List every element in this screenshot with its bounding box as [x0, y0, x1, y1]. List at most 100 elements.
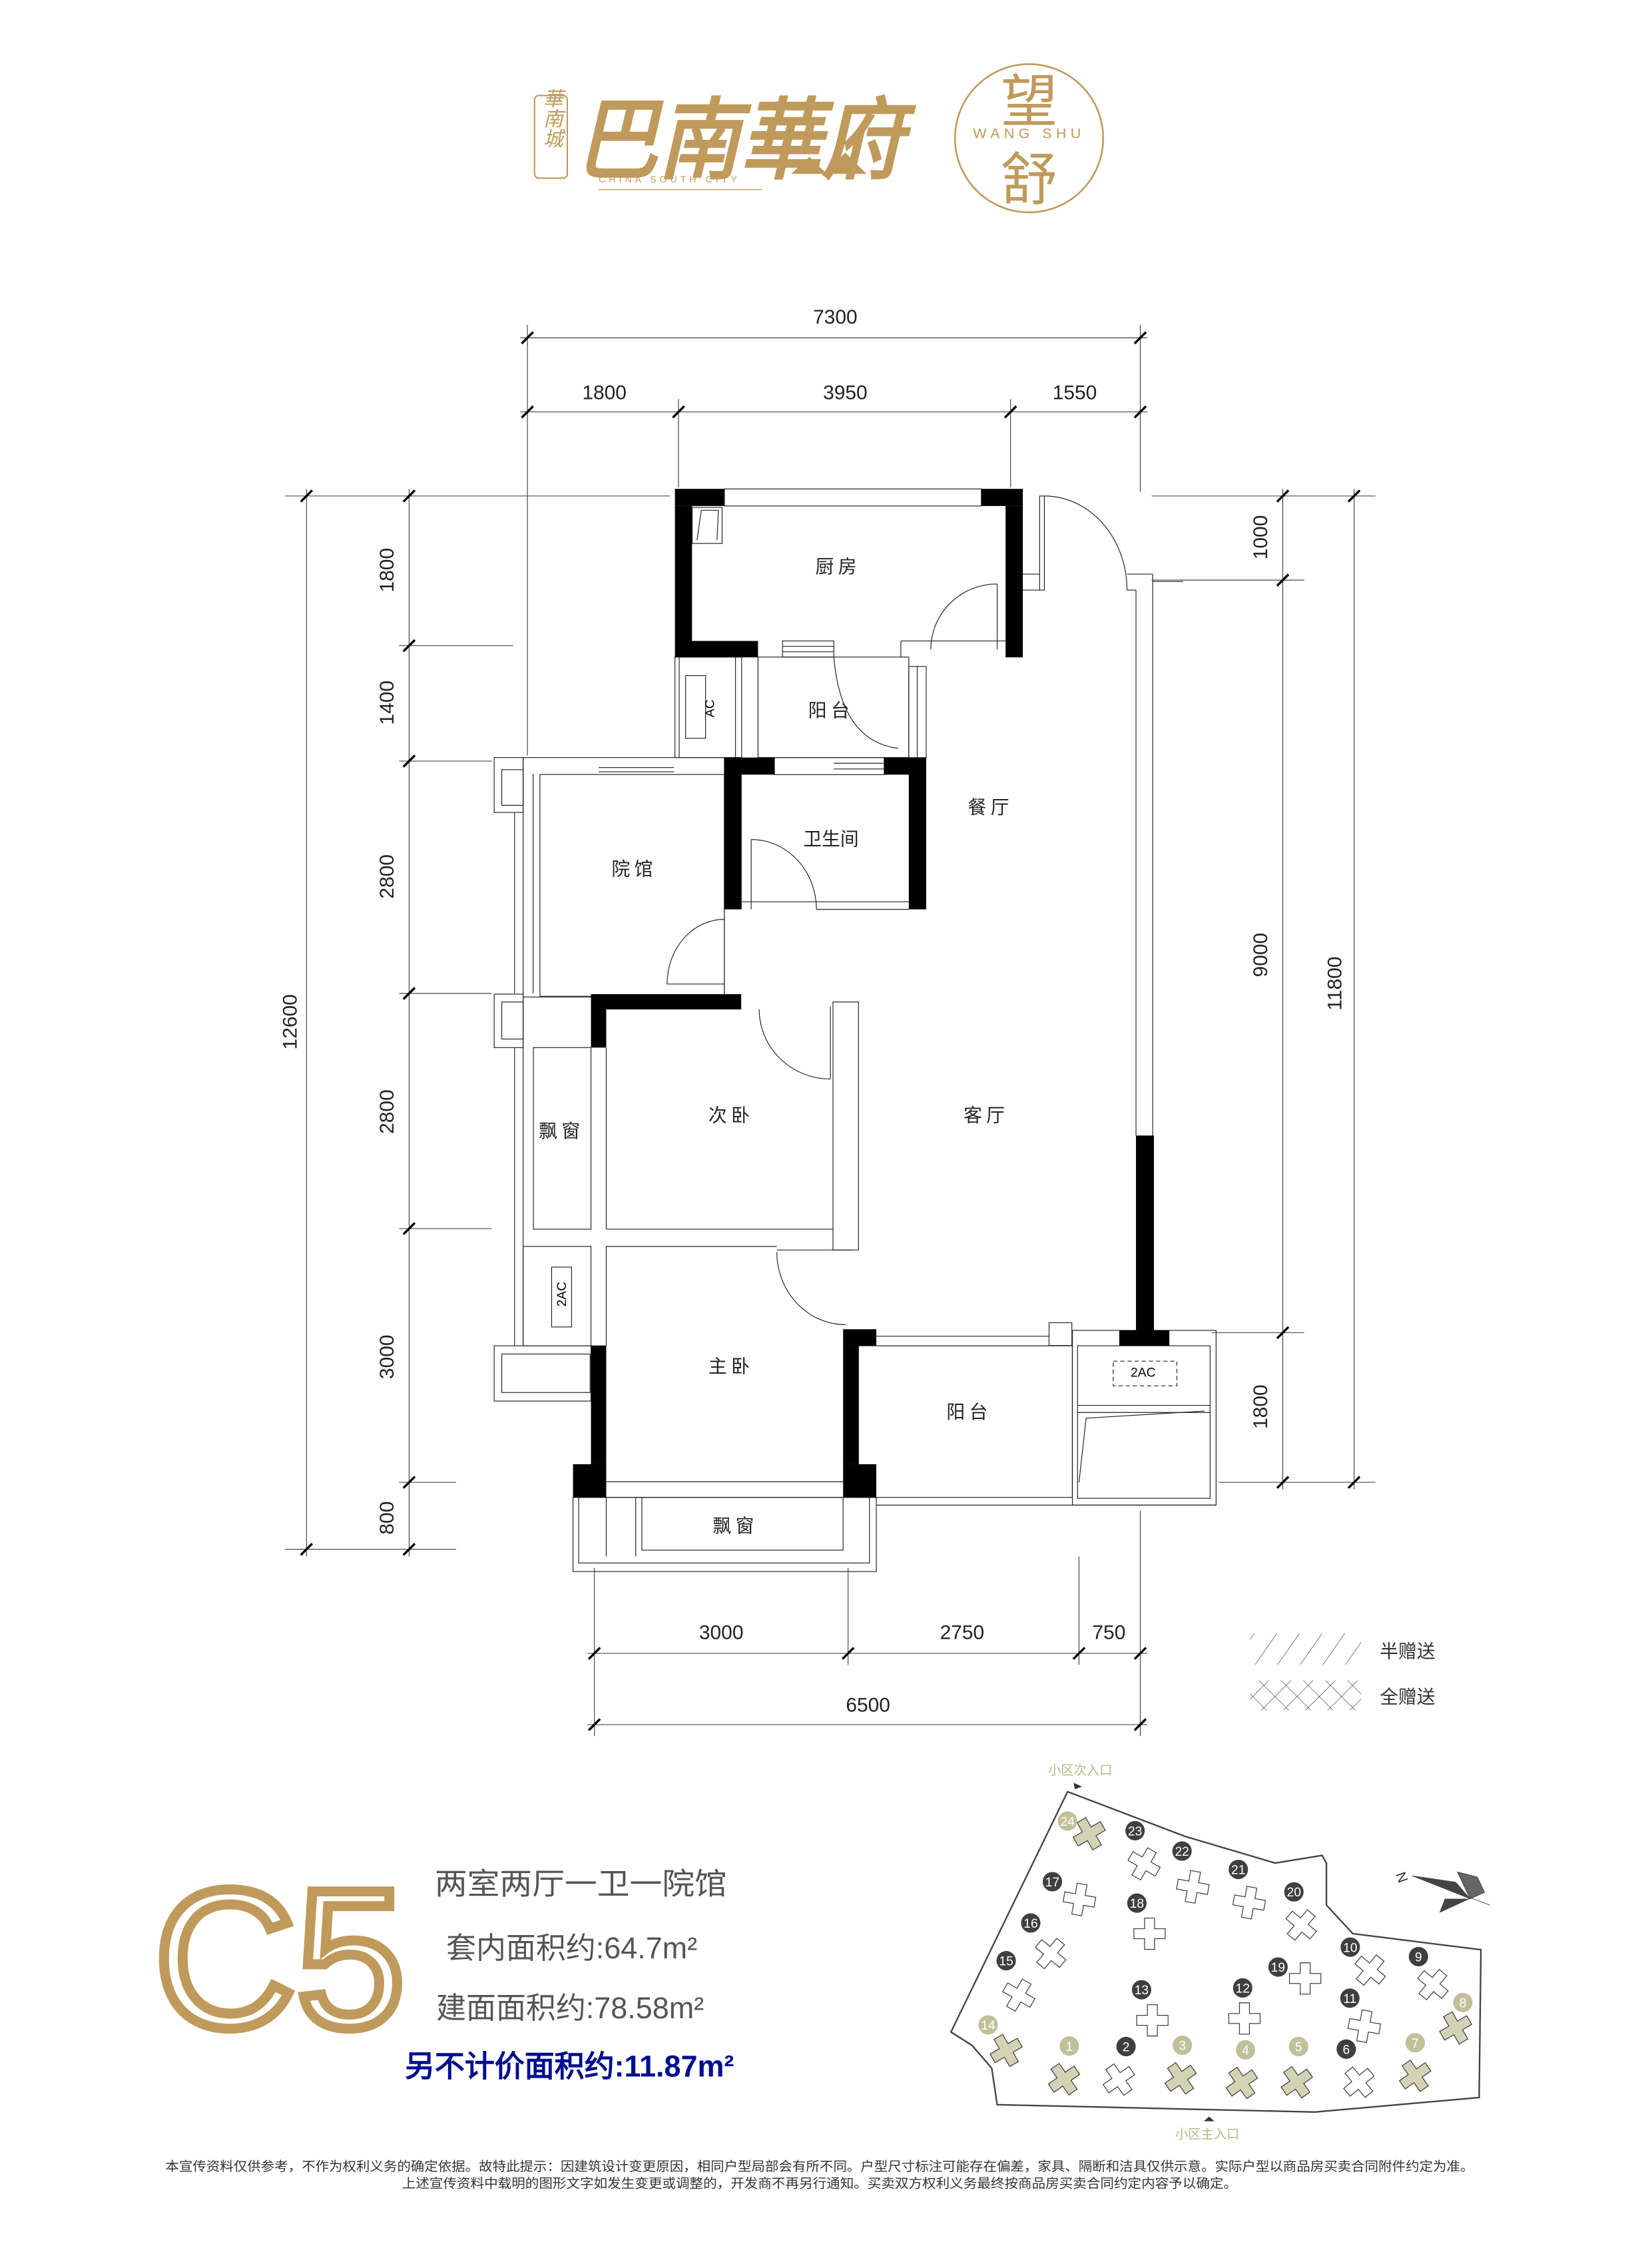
structural-walls — [573, 489, 1170, 1498]
doors — [667, 495, 1128, 1325]
compass-line — [1412, 1875, 1490, 1906]
building-footprint-icon — [1133, 1917, 1166, 1950]
building-badge — [1042, 1872, 1063, 1892]
full-gift-label: 全赠送 — [1380, 1687, 1436, 1707]
building-badge — [1233, 1978, 1252, 1998]
dim-left-total: 12600 — [279, 994, 301, 1049]
dim-left-5: 3000 — [376, 1334, 398, 1379]
building-number: 23 — [1128, 1824, 1142, 1838]
unit-inner-area: 套内面积约:64.7m² — [446, 1931, 697, 1965]
building-footprint-icon — [989, 2034, 1023, 2068]
brand-logo: 華南城 巴南華府 CHINA SOUTH CITY — [533, 89, 917, 190]
main-entrance-arrow-icon — [1203, 2116, 1215, 2121]
building-number: 16 — [1023, 1917, 1037, 1931]
room-second-bedroom: 次卧 — [708, 1105, 754, 1126]
building-number: 15 — [999, 1955, 1013, 1969]
dim-top-2: 3950 — [823, 382, 868, 404]
building-badge — [978, 2015, 998, 2035]
building-number: 5 — [1295, 2041, 1302, 2055]
second-bedroom-door-icon — [758, 1006, 831, 1079]
building-footprint-icon — [1002, 1978, 1036, 2012]
building-footprint-icon — [1280, 2066, 1313, 2099]
full-gift-swatch — [1250, 1680, 1362, 1711]
building-footprint-icon — [1232, 1886, 1266, 1920]
bay-window-left-crosshatch — [533, 1047, 592, 1230]
dimension-lines — [285, 325, 1376, 1737]
disclaimer-line-1: 本宣传资料仅供参考，不作为权利义务的确定依据。故特此提示：因建筑设计变更原因，相… — [165, 2159, 1474, 2174]
building-number: 1 — [1066, 2040, 1073, 2054]
room-bay-window-bottom: 飘窗 — [712, 1516, 758, 1536]
dim-top-total: 7300 — [813, 306, 858, 328]
building-badge — [1057, 1811, 1077, 1831]
room-kitchen: 厨房 — [815, 556, 860, 577]
building-number: 10 — [1343, 1941, 1357, 1955]
room-bay-window-left: 飘窗 — [539, 1121, 584, 1141]
dim-right-3: 1800 — [1250, 1384, 1272, 1429]
building-footprint-icon — [1347, 2009, 1382, 2044]
half-gift-label: 半赠送 — [1380, 1641, 1436, 1661]
building-badge — [1408, 1946, 1428, 1966]
courtyard-hatch — [539, 774, 725, 997]
building-number: 19 — [1271, 1961, 1285, 1975]
building-badge — [1340, 1988, 1360, 2008]
building-footprint-icon — [1164, 2062, 1197, 2095]
dim-right-1: 1000 — [1250, 515, 1272, 560]
building-number: 21 — [1231, 1864, 1245, 1878]
room-labels: 厨房 阳台 卫生间 餐厅 院馆 次卧 客厅 飘窗 主卧 阳台 飘窗 AC 2AC… — [539, 556, 1155, 1536]
building-badge — [1268, 1957, 1288, 1977]
room-dining: 餐厅 — [967, 797, 1013, 818]
main-entrance-label: 小区主入口 — [1175, 2127, 1239, 2141]
project-logo: 望 WANG SHU 舒 — [954, 63, 1105, 214]
building-badge — [1127, 1893, 1147, 1913]
building-number: 22 — [1175, 1845, 1189, 1859]
building-badge — [1336, 2039, 1356, 2059]
building-footprint-icon — [1439, 2011, 1473, 2045]
project-en-text: WANG SHU — [973, 126, 1085, 142]
kitchen-door-icon — [930, 583, 998, 650]
room-balcony-large: 阳台 — [946, 1402, 991, 1422]
thin-walls — [493, 488, 1217, 1572]
building-badge — [1340, 1937, 1360, 1957]
building-badge — [1131, 1980, 1151, 2000]
building-badge — [1116, 2036, 1136, 2057]
site-boundary — [950, 1791, 1482, 2113]
half-gift-swatch — [1250, 1633, 1362, 1665]
dimension-labels: 7300 1800 3950 1550 12600 1800 1400 2800… — [279, 306, 1346, 1717]
building-number: 2 — [1123, 2041, 1130, 2055]
dim-right-2: 9000 — [1250, 933, 1272, 978]
brand-small-text: 華南城 — [540, 89, 562, 148]
building-number: 12 — [1236, 1982, 1250, 1996]
project-bottom-char: 舒 — [1001, 148, 1058, 212]
building-footprint-icon — [1072, 1817, 1106, 1850]
building-number: 14 — [981, 2019, 995, 2033]
building-badge — [1453, 1992, 1473, 2012]
brand-en-text: CHINA SOUTH CITY — [599, 174, 740, 184]
building-footprint-icon — [1127, 1847, 1161, 1881]
building-footprint-icon — [1288, 1962, 1322, 1995]
dim-left-3: 2800 — [376, 854, 398, 899]
floor-plan: 厨房 阳台 卫生间 餐厅 院馆 次卧 客厅 飘窗 主卧 阳台 飘窗 AC 2AC… — [493, 488, 1217, 1572]
building-footprint-icon — [1398, 2059, 1432, 2092]
room-bathroom: 卫生间 — [803, 828, 858, 849]
dim-left-6: 800 — [376, 1502, 398, 1535]
compass-needle-icon — [1439, 1898, 1470, 1913]
secondary-entrance-label: 小区次入口 — [1048, 1763, 1112, 1778]
building-footprint-icon — [1136, 2004, 1169, 2037]
compass-rose-icon — [1457, 1871, 1486, 1900]
building-badge — [1405, 2033, 1425, 2053]
unit-layout: 两室两厅一卫一院馆 — [435, 1867, 727, 1901]
building-number: 18 — [1130, 1897, 1144, 1911]
project-top-char: 望 — [1001, 70, 1058, 134]
building-footprint-icon — [1035, 1938, 1067, 1970]
ac-label-3: 2AC — [1131, 1366, 1156, 1380]
building-number: 4 — [1242, 2044, 1249, 2058]
dim-top-1: 1800 — [582, 382, 627, 404]
building-badge — [1229, 1859, 1248, 1880]
building-footprint-icon — [1225, 2066, 1258, 2100]
dim-right-total: 11800 — [1324, 956, 1346, 1010]
bathroom-door-icon — [750, 839, 817, 910]
building-number: 24 — [1061, 1815, 1075, 1829]
building-badge — [1021, 1913, 1041, 1933]
building-footprint-icon — [1062, 1882, 1097, 1916]
